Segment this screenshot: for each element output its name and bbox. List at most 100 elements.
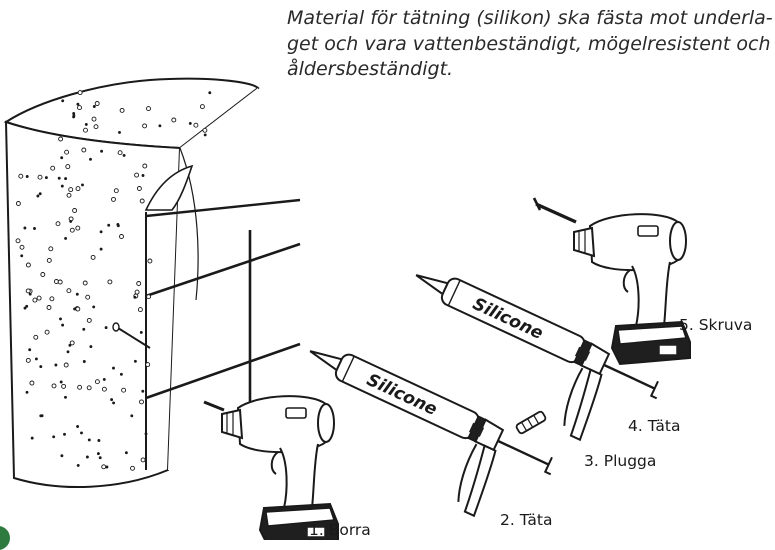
concrete-pore <box>46 305 52 310</box>
concrete-pore <box>112 366 115 370</box>
step-label-2: 2. Täta <box>500 511 553 529</box>
concrete-pore <box>19 244 25 250</box>
concrete-pore <box>76 102 80 106</box>
concrete-pore <box>137 307 143 313</box>
concrete-pore <box>111 196 116 202</box>
concrete-pore <box>130 414 134 418</box>
concrete-pore <box>133 295 137 299</box>
concrete-pore <box>116 223 120 226</box>
concrete-pore <box>25 390 29 394</box>
concrete-pore <box>139 198 145 204</box>
concrete-pore <box>110 398 114 402</box>
concrete-pore <box>50 165 56 171</box>
concrete-pore <box>69 219 73 223</box>
concrete-pore <box>23 226 27 230</box>
concrete-pore <box>55 221 61 227</box>
concrete-pore <box>38 192 42 196</box>
concrete-pore <box>66 192 72 198</box>
concrete-pore <box>119 372 123 376</box>
concrete-pore <box>97 439 101 442</box>
concrete-pore <box>69 227 75 233</box>
concrete-pore <box>208 91 212 95</box>
concrete-pore <box>105 465 109 469</box>
concrete-pore <box>118 130 121 134</box>
concrete-pore <box>85 294 91 300</box>
concrete-pore <box>75 306 81 312</box>
concrete-pore <box>18 173 24 179</box>
concrete-pore <box>64 149 70 155</box>
concrete-pore <box>80 431 83 435</box>
concrete-pore <box>89 345 93 349</box>
concrete-pore <box>199 104 205 110</box>
concrete-pore <box>37 174 43 180</box>
concrete-pores <box>15 90 212 471</box>
concrete-pore <box>121 387 127 393</box>
concrete-pore <box>64 236 68 240</box>
concrete-pore <box>63 432 66 436</box>
concrete-pore <box>136 281 142 286</box>
concrete-pore <box>136 186 142 191</box>
concrete-pore <box>25 304 29 308</box>
concrete-pore <box>60 184 64 188</box>
concrete-pore <box>57 279 63 285</box>
concrete-pore <box>68 343 72 347</box>
concrete-pore <box>75 292 79 296</box>
concrete-pore <box>112 401 116 405</box>
concrete-pore <box>145 362 151 368</box>
concrete-pore <box>86 317 92 323</box>
concrete-pore <box>119 234 124 239</box>
concrete-pore <box>44 176 48 180</box>
concrete-pore <box>29 380 35 386</box>
concrete-pore <box>92 305 96 309</box>
concrete-pore <box>101 464 107 470</box>
concrete-pore <box>25 175 29 178</box>
concrete-pore <box>53 279 59 284</box>
concrete-pore <box>49 296 55 302</box>
concrete-pore <box>23 306 27 310</box>
concrete-pore <box>66 288 72 294</box>
concrete-pore <box>86 385 92 391</box>
concrete-pore <box>61 99 65 103</box>
concrete-pore <box>61 383 67 389</box>
concrete-pore <box>68 187 74 193</box>
concrete-pore <box>66 350 70 354</box>
concrete-pore <box>25 357 31 363</box>
concrete-pore <box>93 124 99 130</box>
concrete-wall <box>3 77 301 488</box>
concrete-pore <box>36 194 40 198</box>
concrete-pore <box>33 334 39 340</box>
concrete-pore <box>61 323 65 327</box>
concrete-pore <box>77 105 82 111</box>
step-label-3: 3. Plugga <box>584 452 657 470</box>
concrete-pore <box>40 414 44 418</box>
concrete-pore <box>77 384 83 390</box>
concrete-pore <box>171 117 177 123</box>
concrete-pore <box>59 317 62 321</box>
concrete-pore <box>28 348 32 352</box>
concrete-pore <box>44 329 50 335</box>
concrete-pore <box>98 456 102 460</box>
concrete-pore <box>40 272 46 277</box>
concrete-pore <box>144 432 148 436</box>
concrete-pore <box>82 360 86 363</box>
concrete-pore <box>96 452 100 456</box>
concrete-pore <box>146 294 152 300</box>
concrete-pore <box>142 163 148 169</box>
concrete-pore <box>59 380 63 384</box>
concrete-pore <box>72 208 78 213</box>
concrete-pore <box>124 451 128 455</box>
concrete-pore <box>30 436 34 440</box>
corner-badge <box>0 526 10 550</box>
concrete-pore <box>92 105 96 108</box>
concrete-pore <box>46 257 52 263</box>
concrete-pore <box>119 107 125 113</box>
concrete-pore <box>134 289 140 295</box>
step-label-1: 1. Borra <box>309 521 371 539</box>
concrete-pore <box>193 122 199 128</box>
concrete-pore <box>60 156 64 160</box>
concrete-pore <box>20 254 24 258</box>
step-label-5: 5. Skruva <box>679 316 753 334</box>
concrete-pore <box>158 124 162 128</box>
concrete-pore <box>72 114 76 118</box>
